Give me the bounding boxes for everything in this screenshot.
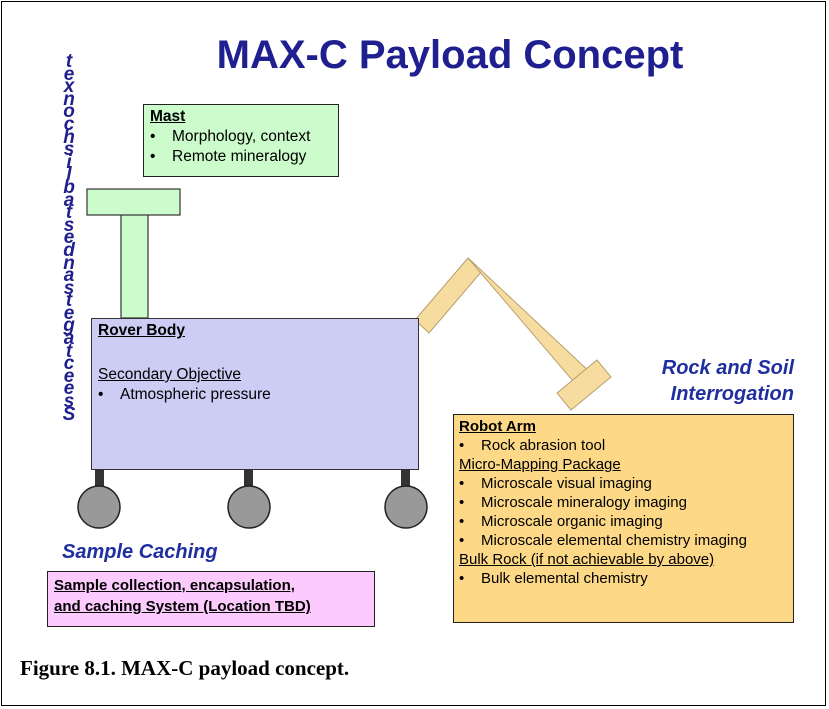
vertical-letter: s (63, 391, 75, 413)
figure-caption: Figure 8.1. MAX-C payload concept. (20, 656, 350, 680)
vertical-letter: t (65, 51, 73, 72)
rover-body-box: Rover Body Secondary Objective Atmospher… (91, 318, 419, 470)
micro-item: Microscale visual imaging (459, 474, 788, 493)
vertical-letter: S (62, 403, 76, 425)
vertical-letter: o (63, 101, 75, 123)
vertical-letter: e (63, 227, 75, 249)
arm-item: Rock abrasion tool (459, 436, 788, 455)
vertical-letter: d (63, 239, 75, 261)
vertical-letter: h (63, 126, 75, 148)
rover-heading: Rover Body (98, 322, 185, 339)
sample-line2: and caching System (Location TBD) (54, 598, 311, 615)
wheel (384, 485, 428, 529)
vertical-letter: a (63, 265, 75, 287)
bulk-rock-heading: Bulk Rock (if not achievable by above) (459, 551, 715, 568)
rock-soil-line1: Rock and Soil (661, 357, 794, 379)
mast-box: Mast Morphology, context Remote mineralo… (143, 104, 339, 177)
sample-caching-label: Sample Caching (62, 541, 218, 563)
wheel-leg (401, 470, 410, 490)
vertical-letter: c (63, 113, 75, 135)
vertical-letter: t (65, 340, 73, 362)
robot-arm-box: Robot Arm Rock abrasion tool Micro-Mappi… (453, 414, 794, 623)
vertical-letter: n (63, 88, 75, 110)
rover-item: Atmospheric pressure (98, 385, 412, 405)
robot-arm-link-2 (467, 257, 594, 389)
vertical-letter: c (63, 353, 75, 375)
vertical-letter: n (63, 252, 75, 274)
vertical-letter: l (66, 164, 72, 186)
robot-arm-tool (556, 359, 612, 411)
vertical-letter: e (63, 302, 75, 324)
vertical-letter: a (63, 328, 75, 350)
vertical-letter: e (63, 63, 75, 85)
vertical-letter: e (63, 378, 75, 400)
arm-heading: Robot Arm (459, 418, 536, 435)
vertical-letter: b (63, 176, 75, 198)
mast-heading: Mast (150, 108, 186, 125)
vertical-letter: t (65, 290, 73, 312)
diagram-title: MAX-C Payload Concept (216, 33, 684, 77)
vertical-letter: s (63, 139, 75, 161)
mast-item: Morphology, context (150, 127, 332, 147)
vertical-letter: i (66, 151, 72, 173)
rock-soil-line2: Interrogation (670, 383, 794, 405)
wheel (77, 485, 121, 529)
vertical-letter: t (65, 202, 73, 224)
vertical-letter: s (63, 277, 75, 299)
micro-item: Microscale mineralogy imaging (459, 493, 788, 512)
wheel-leg (244, 470, 253, 490)
vertical-letter: x (63, 76, 75, 98)
sample-line1: Sample collection, encapsulation, (54, 577, 295, 594)
mast-head (86, 188, 181, 216)
rover-subheading: Secondary Objective (98, 366, 242, 383)
mast-pole (120, 213, 149, 319)
sample-caching-box: Sample collection, encapsulation, and ca… (47, 571, 375, 627)
robot-arm-link-1 (414, 257, 483, 334)
micro-item: Microscale elemental chemistry imaging (459, 531, 788, 550)
micro-mapping-heading: Micro-Mapping Package (459, 456, 621, 473)
mast-item: Remote mineralogy (150, 147, 332, 167)
wheel-leg (95, 470, 104, 490)
vertical-letter: s (63, 214, 75, 236)
micro-item: Microscale organic imaging (459, 512, 788, 531)
vertical-letter: e (63, 365, 75, 387)
vertical-letter: g (63, 315, 75, 337)
vertical-letter: a (63, 189, 75, 211)
rock-soil-label: Rock and Soil Interrogation (604, 355, 794, 407)
wheel (227, 485, 271, 529)
bulk-item: Bulk elemental chemistry (459, 569, 788, 588)
